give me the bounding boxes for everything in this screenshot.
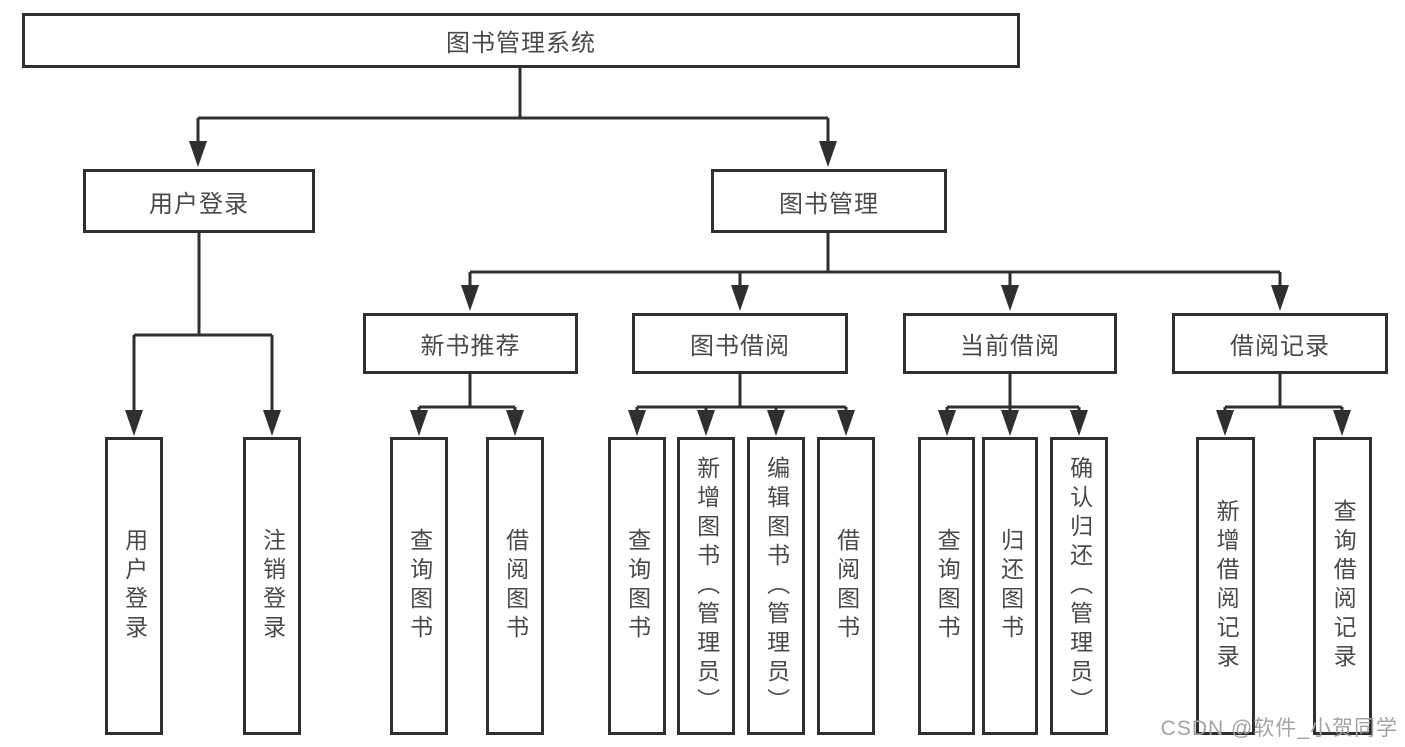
leaf-label: 查询图书 <box>624 528 651 644</box>
leaf-label: 归还图书 <box>997 528 1024 644</box>
arrowhead <box>731 285 749 311</box>
leaf-return-book: 归还图书 <box>982 437 1038 735</box>
arrowhead <box>506 410 524 436</box>
arrowhead <box>697 410 715 436</box>
arrowhead <box>1001 410 1019 436</box>
arrowhead <box>461 285 479 311</box>
leaf-label: 查询图书 <box>406 528 433 644</box>
connector-bookmgmt-to-level3 <box>468 232 1282 288</box>
arrowhead <box>628 410 646 436</box>
node-new-book-recommend: 新书推荐 <box>363 313 578 374</box>
leaf-label: 查询图书 <box>934 528 961 644</box>
connector-recommend-to-leaves <box>417 374 517 413</box>
leaf-query-book-current: 查询图书 <box>918 437 975 735</box>
arrowhead <box>1216 410 1234 436</box>
node-current-borrow: 当前借阅 <box>903 313 1117 374</box>
node-book-management: 图书管理 <box>711 169 947 233</box>
leaf-label: 借阅图书 <box>833 528 860 644</box>
leaf-edit-book-admin: 编辑图书（管理员） <box>747 437 805 735</box>
arrowhead <box>767 410 785 436</box>
node-book-borrow: 图书借阅 <box>632 313 848 374</box>
leaf-label: 用户登录 <box>121 528 148 644</box>
arrowhead <box>125 410 143 436</box>
leaf-label: 注销登录 <box>259 528 286 644</box>
node-label: 借阅记录 <box>1230 333 1330 360</box>
connector-userlogin-to-leaves <box>132 232 274 413</box>
leaf-user-login: 用户登录 <box>105 437 163 735</box>
arrowhead <box>189 141 207 167</box>
node-label: 用户登录 <box>149 190 249 218</box>
node-library-system: 图书管理系统 <box>22 13 1020 68</box>
leaf-label: 借阅图书 <box>502 528 529 644</box>
leaf-label: 确认归还（管理员） <box>1066 455 1093 717</box>
arrowhead <box>263 410 281 436</box>
leaf-query-borrow-record: 查询借阅记录 <box>1313 437 1372 735</box>
leaf-add-borrow-record: 新增借阅记录 <box>1196 437 1255 735</box>
node-label: 新书推荐 <box>420 333 521 360</box>
leaf-label: 查询借阅记录 <box>1330 499 1357 673</box>
node-borrow-records: 借阅记录 <box>1172 313 1388 374</box>
arrowhead <box>410 410 428 436</box>
arrowhead <box>1001 285 1019 311</box>
leaf-query-book-borrow: 查询图书 <box>608 437 666 735</box>
leaf-label: 新增借阅记录 <box>1213 499 1240 673</box>
leaf-query-book-recommend: 查询图书 <box>390 437 448 735</box>
arrowhead <box>1070 410 1088 436</box>
arrowhead <box>837 410 855 436</box>
arrowhead <box>938 410 956 436</box>
arrowhead <box>819 141 837 167</box>
watermark: CSDN @软件_小贺同学 <box>1160 717 1398 740</box>
connector-records-to-leaves <box>1223 374 1344 413</box>
node-label: 图书借阅 <box>690 333 790 360</box>
arrowhead <box>1333 410 1351 436</box>
leaf-confirm-return-admin: 确认归还（管理员） <box>1050 437 1108 735</box>
leaf-label: 新增图书（管理员） <box>693 455 720 717</box>
connector-root-to-level2 <box>196 68 830 144</box>
node-label: 当前借阅 <box>960 333 1060 360</box>
leaf-borrow-book: 借阅图书 <box>817 437 875 735</box>
arrowhead <box>1271 285 1289 311</box>
connector-borrow-to-leaves <box>635 374 848 413</box>
connector-current-to-leaves <box>945 374 1081 413</box>
node-label: 图书管理系统 <box>446 30 596 57</box>
node-user-login: 用户登录 <box>83 169 315 233</box>
leaf-logout-login: 注销登录 <box>243 437 301 735</box>
leaf-borrow-book-recommend: 借阅图书 <box>486 437 544 735</box>
leaf-label: 编辑图书（管理员） <box>763 455 790 717</box>
leaf-add-book-admin: 新增图书（管理员） <box>677 437 735 735</box>
node-label: 图书管理 <box>779 190 879 218</box>
